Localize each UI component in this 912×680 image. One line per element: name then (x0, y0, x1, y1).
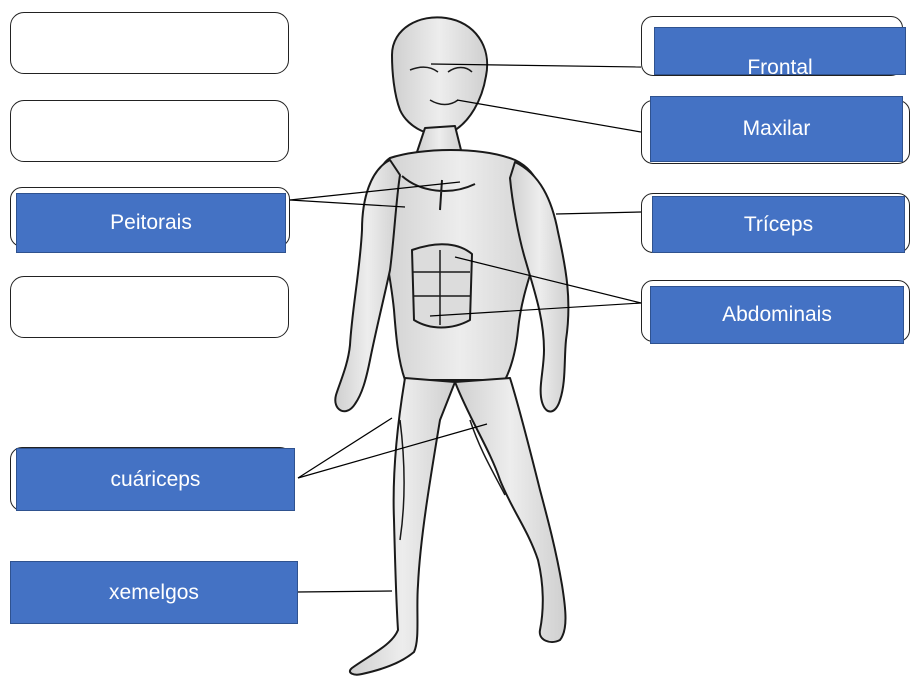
label-cuariceps-text: cuáriceps (111, 468, 201, 492)
leader-line-triceps (556, 212, 641, 214)
label-triceps[interactable]: Tríceps (652, 196, 905, 253)
leader-line-maxilar (457, 100, 641, 132)
leader-line-cuariceps-1 (298, 418, 392, 478)
label-peitorais[interactable]: Peitorais (16, 193, 286, 253)
leader-line-xemelgos (297, 591, 392, 592)
leader-line-cuariceps-2 (298, 424, 487, 478)
left-leg-shape (455, 378, 566, 642)
label-xemelgos-text: xemelgos (109, 581, 199, 605)
label-abdominais-text: Abdominais (722, 303, 832, 327)
label-frontal[interactable]: Frontal (654, 27, 906, 75)
label-peitorais-text: Peitorais (110, 211, 192, 235)
label-triceps-text: Tríceps (744, 213, 813, 237)
label-maxilar[interactable]: Maxilar (650, 96, 903, 162)
label-frontal-text: Frontal (747, 56, 812, 75)
label-cuariceps[interactable]: cuáriceps (16, 448, 295, 511)
head-shape (392, 17, 487, 134)
label-maxilar-text: Maxilar (743, 117, 811, 141)
label-abdominais[interactable]: Abdominais (650, 286, 904, 344)
body-figure (335, 17, 568, 674)
label-xemelgos[interactable]: xemelgos (10, 561, 298, 624)
